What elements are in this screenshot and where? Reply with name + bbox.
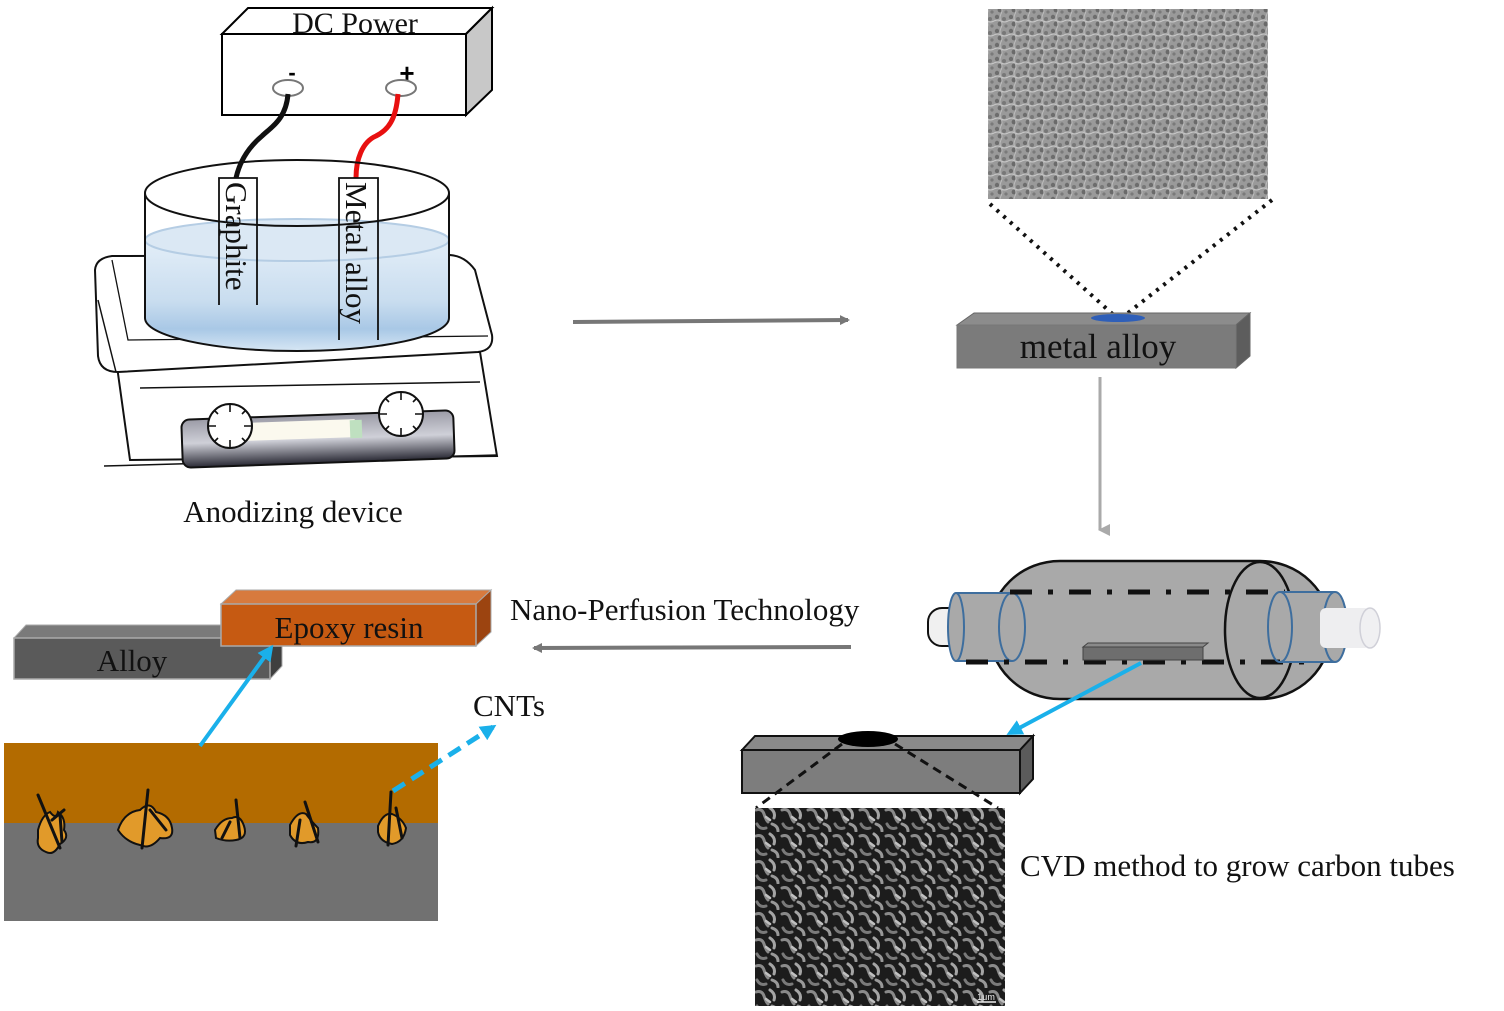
dc-power-supply: DC Power - +	[219, 5, 495, 118]
cnts-label: CNTs	[473, 688, 545, 723]
right-knob-icon[interactable]	[378, 391, 424, 437]
zoom-line-left	[988, 202, 1119, 320]
arrow-to-porous-alloy	[572, 315, 850, 326]
nano-perfusion-label: Nano-Perfusion Technology	[510, 592, 860, 627]
epoxy-resin-label: Epoxy resin	[275, 610, 424, 645]
epoxy-resin-bar: Epoxy resin	[219, 588, 493, 648]
cnt-grown-alloy-bar	[739, 731, 1036, 796]
cnt-sem-image	[755, 808, 1005, 1006]
graphite-label: Graphite	[219, 182, 254, 290]
alloy-label: Alloy	[97, 643, 168, 678]
sample-in-furnace	[1082, 646, 1204, 661]
negative-wire	[233, 93, 291, 179]
cnt-zoom-line-right	[894, 742, 999, 810]
arrow-to-cnts-label	[391, 724, 497, 794]
dc-power-label: DC Power	[292, 7, 418, 40]
cnt-region-marker	[838, 731, 898, 747]
left-knob-icon[interactable]	[207, 403, 253, 449]
cvd-tube-furnace	[927, 559, 1381, 701]
cnt-strands	[36, 788, 404, 850]
epoxy-layer	[4, 743, 438, 823]
arrow-to-composite	[532, 642, 852, 653]
sem-scale-bar-label: 1μm	[977, 992, 995, 1002]
negative-terminal-sign: -	[288, 60, 295, 85]
metal-alloy-electrode: Metal alloy	[338, 177, 379, 340]
anodizing-device-caption: Anodizing device	[183, 494, 403, 529]
electrolysis-beaker	[144, 159, 450, 352]
anodized-metal-alloy-bar: metal alloy	[955, 311, 1252, 370]
metal-alloy-bar-label: metal alloy	[1020, 327, 1177, 366]
arrow-to-epoxy-resin	[198, 644, 274, 748]
zoom-line-right	[1122, 198, 1274, 318]
negative-terminal-icon	[272, 79, 304, 97]
composite-cross-section	[4, 743, 438, 921]
metal-alloy-electrode-label: Metal alloy	[339, 182, 374, 325]
porous-surface-sem-image	[988, 9, 1268, 199]
cvd-caption: CVD method to grow carbon tubes	[1020, 848, 1455, 883]
display-screen	[244, 419, 356, 441]
graphite-electrode: Graphite	[218, 177, 258, 305]
arrow-to-cnt-sample	[1006, 661, 1142, 735]
pore-region-marker	[1091, 314, 1145, 322]
cnt-zoom-line-left	[755, 742, 843, 810]
positive-terminal-icon	[385, 79, 417, 97]
